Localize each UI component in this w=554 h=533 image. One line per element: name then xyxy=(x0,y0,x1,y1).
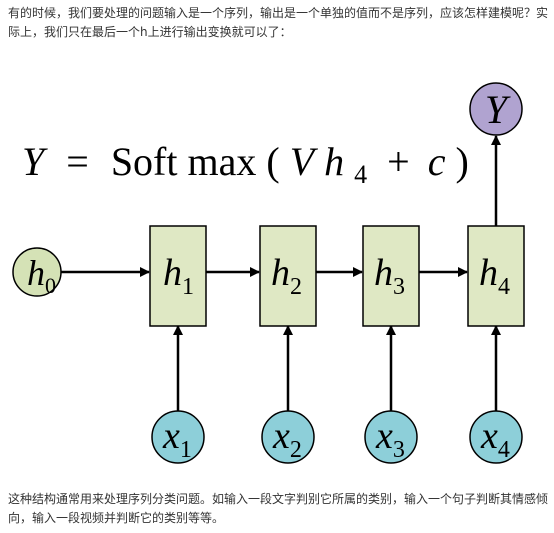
input-label: x4 xyxy=(480,415,510,463)
output-node: Y xyxy=(469,82,523,136)
input-node-x3: x3 xyxy=(364,410,418,464)
initial-state-node: h0 xyxy=(12,247,62,298)
softmax-formula: Y = Soft max ( V h 4 + c ) xyxy=(22,139,469,192)
hidden-state-h1: h1 xyxy=(149,225,207,327)
formula-rparen: ) xyxy=(455,139,468,184)
formula-var-v: V xyxy=(290,139,319,184)
intro-paragraph: 有的时候，我们要处理的问题输入是一个序列，输出是一个单独的值而不是序列，应该怎样… xyxy=(8,6,549,39)
hidden-state-h4: h4 xyxy=(467,225,525,327)
input-label: x3 xyxy=(375,415,405,463)
formula-bias: c xyxy=(428,139,446,184)
input-node-x1: x1 xyxy=(151,410,205,464)
output-label: Y xyxy=(485,87,511,132)
formula-equals: = xyxy=(66,139,89,184)
hidden-state-h3: h3 xyxy=(362,225,420,327)
input-label: x2 xyxy=(272,415,302,463)
formula-func: Soft max xyxy=(111,139,257,184)
hidden-state-label: h4 xyxy=(479,252,510,300)
input-node-x2: x2 xyxy=(261,410,315,464)
outro-paragraph: 这种结构通常用来处理序列分类问题。如输入一段文字判别它所属的类别，输入一个句子判… xyxy=(8,492,549,525)
input-node-x4: x4 xyxy=(469,410,523,464)
formula-plus: + xyxy=(387,139,410,184)
hidden-state-h2: h2 xyxy=(259,225,317,327)
hidden-state-label: h3 xyxy=(374,252,405,300)
hidden-state-label: h1 xyxy=(163,252,194,300)
input-label: x1 xyxy=(162,415,192,463)
formula-var-h: h xyxy=(324,139,344,184)
initial-state-label: h0 xyxy=(27,253,56,298)
formula-lhs: Y xyxy=(22,139,48,184)
formula-lparen: ( xyxy=(266,139,279,184)
formula-subscript: 4 xyxy=(354,160,367,189)
hidden-state-label: h2 xyxy=(271,252,302,300)
